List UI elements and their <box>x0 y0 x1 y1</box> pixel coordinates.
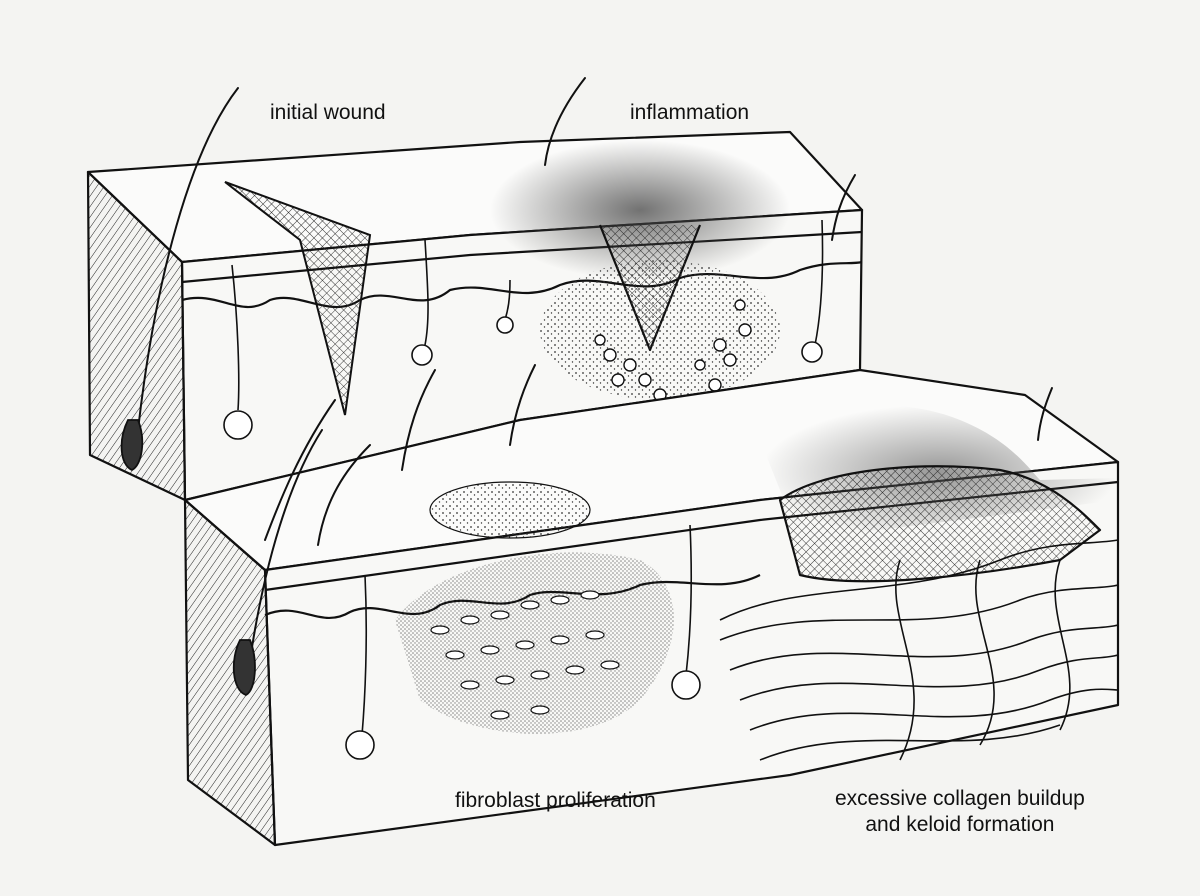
collagen-bundles <box>719 539 1119 761</box>
label-keloid-line1: excessive collagen buildup <box>835 787 1085 810</box>
label-fibroblast-proliferation: fibroblast proliferation <box>455 789 656 812</box>
fibroblast-cells <box>430 590 620 720</box>
label-keloid-formation: excessive collagen buildup and keloid fo… <box>835 786 1085 839</box>
hairs <box>137 77 1053 661</box>
hair-follicles <box>120 419 256 696</box>
upper-skin-block <box>86 130 864 502</box>
label-inflammation: inflammation <box>630 101 750 124</box>
inflammatory-cells <box>594 299 752 402</box>
label-keloid-line2: and keloid formation <box>865 813 1055 837</box>
label-initial-wound: initial wound <box>270 101 386 124</box>
sweat-glands <box>223 219 824 760</box>
wound-cut <box>224 181 372 416</box>
